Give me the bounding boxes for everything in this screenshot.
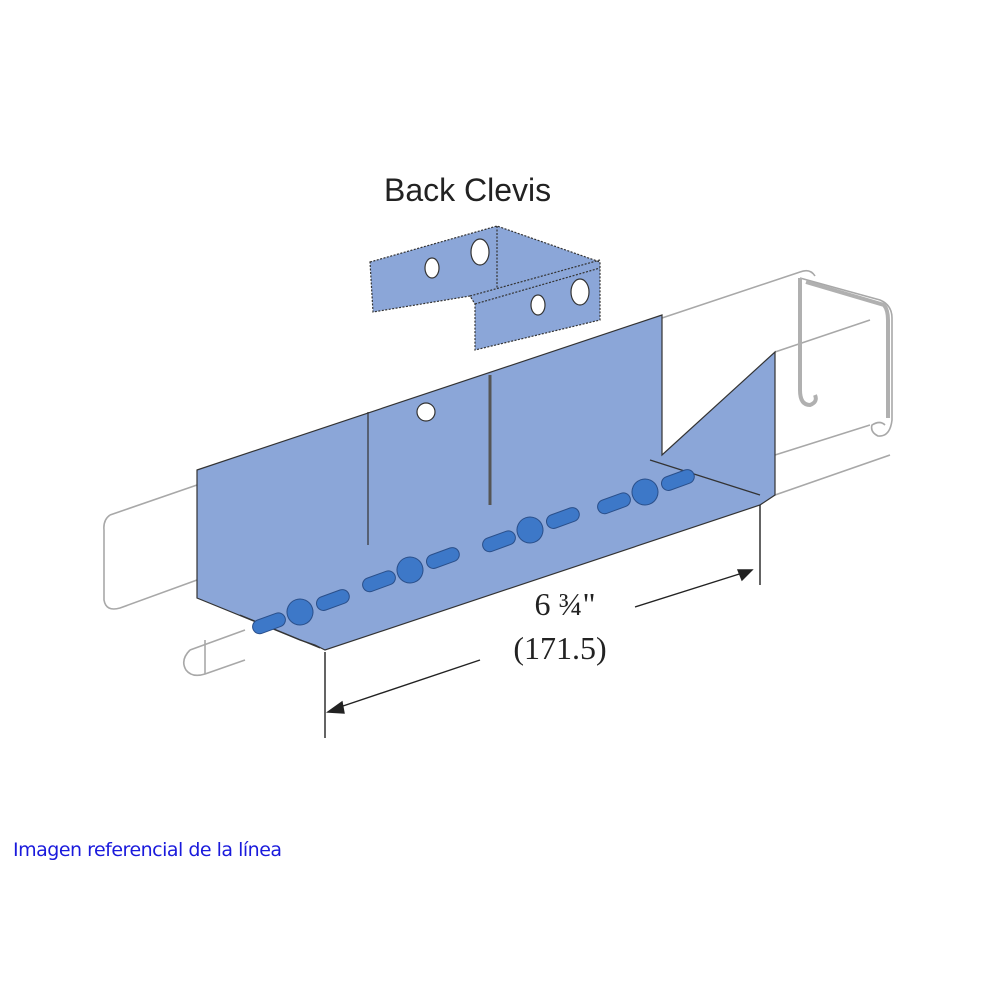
dimension-line (324, 505, 761, 738)
dimension-metric: (171.5) (513, 630, 607, 666)
slot-group-2 (362, 547, 460, 593)
slot-group-3 (482, 507, 580, 553)
back-clevis-part (369, 225, 601, 351)
slot-group-4 (597, 469, 695, 515)
slots (252, 469, 695, 635)
dimension-imperial: 6 ¾" (534, 586, 596, 622)
strut-channel (103, 269, 893, 677)
slot-group-1 (252, 589, 350, 635)
part-title: Back Clevis (384, 172, 552, 208)
reference-caption: Imagen referencial de la línea (13, 839, 282, 861)
